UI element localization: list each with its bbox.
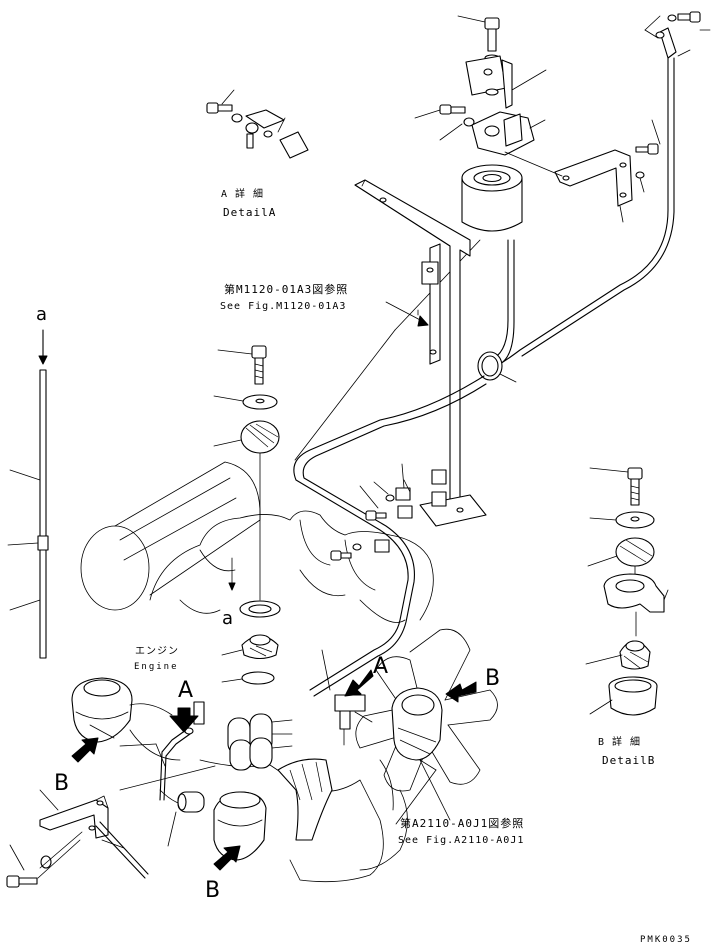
lower-left-bracket (6, 765, 216, 888)
detail-b-jp-label: B 詳 細 (598, 737, 642, 748)
engine-jp-label: エンジン (135, 646, 179, 657)
callout-a-lower: a (222, 608, 234, 629)
ref-bottom-en-label: See Fig.A2110-A0J1 (398, 835, 525, 846)
callout-B-left: B (54, 771, 70, 796)
callout-arrows (71, 669, 477, 871)
lower-parts (119, 649, 373, 861)
detail-a-jp-label: A 詳 細 (221, 189, 265, 200)
page-code: PMK0035 (640, 935, 692, 945)
ref-top-en-label: See Fig.M1120-01A3 (220, 301, 347, 312)
fan (355, 628, 498, 821)
left-rod (7, 329, 49, 659)
callout-a-upper: a (36, 304, 48, 325)
callout-B-fan: B (485, 666, 501, 691)
ref-top-jp-label: 第M1120-01A3図参照 (224, 283, 349, 296)
ref-bottom-leader (395, 769, 437, 825)
detail-a (206, 89, 309, 159)
left-mount (71, 677, 173, 743)
filter-assembly (294, 11, 711, 461)
engine-outline (80, 461, 434, 883)
detail-a-en-label: DetailA (223, 206, 277, 219)
center-mount-stack (213, 345, 281, 685)
engine-en-label: Engine (134, 662, 179, 672)
detail-b-en-label: DetailB (602, 754, 656, 767)
ref-bottom-leader-2 (419, 759, 437, 771)
detail-b (585, 467, 669, 716)
ref-bottom-jp-label: 第A2110-A0J1図参照 (400, 817, 525, 830)
vertical-bracket (354, 179, 487, 527)
center-pipe (293, 375, 487, 697)
callout-A-left: A (178, 678, 194, 703)
callout-B-bottom: B (205, 878, 221, 903)
callout-A-fan: A (373, 654, 389, 679)
